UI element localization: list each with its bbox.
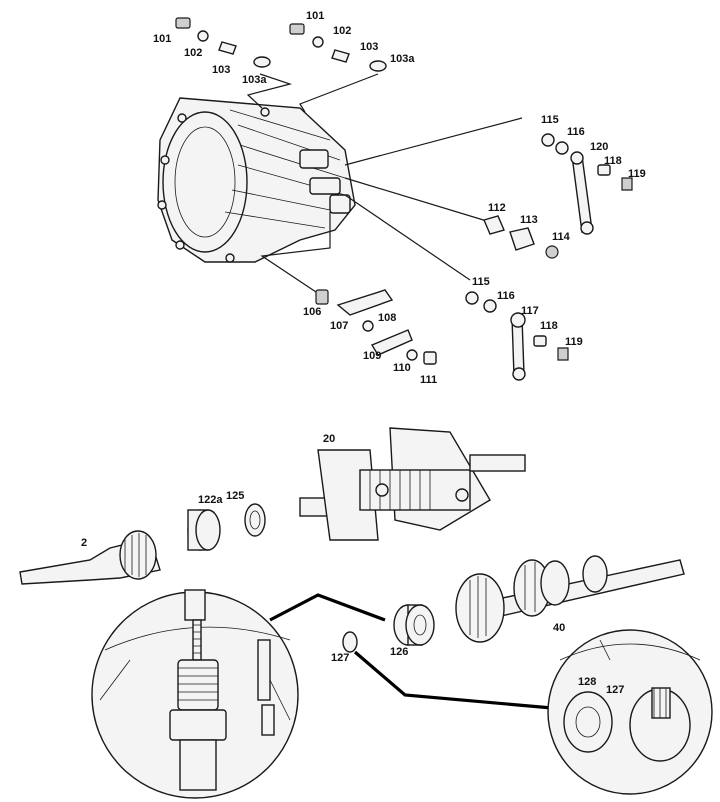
bearing-126: [393, 604, 435, 646]
callout-101-left: 101: [153, 33, 172, 45]
main-shaft-assembly: [299, 427, 526, 541]
callout-103-right: 103: [360, 41, 379, 53]
countershaft: [455, 555, 685, 643]
callout-126: 126: [390, 646, 409, 658]
callout-103-left: 103: [212, 64, 231, 76]
callout-113: 113: [520, 214, 538, 226]
callout-102-right: 102: [333, 25, 352, 37]
callout-120: 120: [590, 141, 609, 153]
callout-108: 108: [378, 312, 397, 324]
callout-118-upper: 118: [604, 155, 622, 167]
callout-118-lower: 118: [540, 320, 558, 332]
callout-112: 112: [488, 202, 506, 214]
callout-111: 111: [420, 374, 438, 386]
transmission-housing: [157, 97, 356, 263]
shift-lever-lower: [465, 291, 569, 381]
callout-116-upper: 116: [567, 126, 585, 138]
detent-assembly: [483, 215, 559, 259]
callout-122a: 122a: [198, 494, 223, 506]
callout-101-right: 101: [306, 10, 325, 22]
callout-40: 40: [553, 622, 566, 634]
input-shaft: [19, 530, 161, 585]
bearings-middle: [187, 503, 266, 551]
callout-114: 114: [552, 231, 570, 243]
callout-106: 106: [303, 306, 322, 318]
callout-103a-right: 103a: [390, 53, 415, 65]
callout-115-lower: 115: [472, 276, 490, 288]
callout-119-lower: 119: [565, 336, 583, 348]
callout-117: 117: [521, 305, 539, 317]
callout-2: 2: [81, 537, 88, 549]
detail-circle-left: [91, 589, 299, 799]
callout-127-upper: 127: [331, 652, 350, 664]
drain-plugs-top: [175, 17, 387, 72]
callout-109: 109: [363, 350, 382, 362]
callout-103a-left: 103a: [242, 74, 267, 86]
callout-115-upper: 115: [541, 114, 559, 126]
callout-116-lower: 116: [497, 290, 515, 302]
callout-125: 125: [226, 490, 245, 502]
callout-102-left: 102: [184, 47, 203, 59]
shift-detent-parts: [315, 289, 437, 365]
detail-circle-right: [547, 629, 713, 795]
shift-lever-upper: [541, 133, 633, 235]
callout-119-upper: 119: [628, 168, 646, 180]
callout-128: 128: [578, 676, 597, 688]
callout-110: 110: [393, 362, 411, 374]
callout-20: 20: [323, 433, 336, 445]
callout-107: 107: [330, 320, 349, 332]
callout-127-lower: 127: [606, 684, 625, 696]
snap-ring-127: [342, 631, 358, 653]
